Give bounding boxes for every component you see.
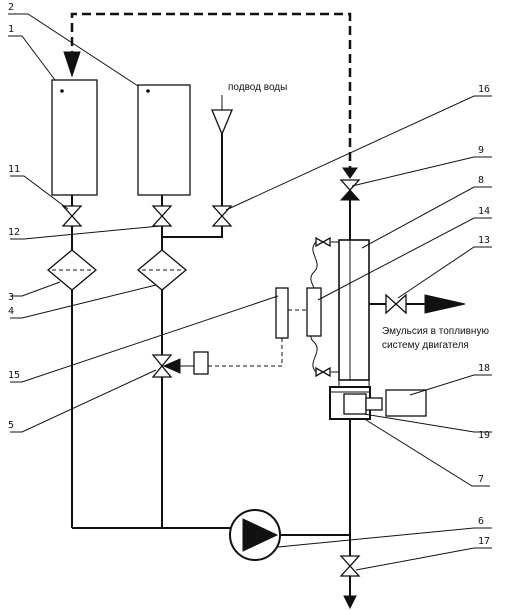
- label-7: 7: [478, 474, 484, 485]
- leader-lines: [8, 13, 492, 571]
- label-6: 6: [478, 516, 484, 527]
- motor-18: [385, 389, 427, 417]
- emulsion-caption-line2: систему двигателя: [382, 340, 469, 351]
- label-15: 15: [8, 370, 20, 381]
- emulsion-outlet-arrow: [424, 294, 466, 314]
- label-12: 12: [8, 227, 20, 238]
- emulsion-caption-line1: Эмульсия в топливную: [382, 326, 489, 337]
- label-17: 17: [478, 536, 490, 547]
- valve-5: [151, 351, 209, 378]
- label-11: 11: [8, 164, 20, 175]
- valve-17: [339, 555, 361, 577]
- label-18: 18: [478, 363, 490, 374]
- tank-2: [137, 84, 191, 196]
- label-1: 1: [8, 24, 14, 35]
- recirculation-loop: [310, 236, 339, 378]
- valve-11: [61, 205, 83, 227]
- label-16: 16: [478, 84, 490, 95]
- filter-4: [136, 249, 188, 291]
- water-inlet-funnel: [211, 95, 233, 206]
- label-2: 2: [8, 2, 14, 13]
- return-line-dashed: [63, 12, 358, 179]
- label-9: 9: [478, 145, 484, 156]
- label-19: 19: [478, 430, 490, 441]
- label-4: 4: [8, 306, 14, 317]
- label-13: 13: [478, 235, 490, 246]
- label-14: 14: [478, 206, 490, 217]
- label-5: 5: [8, 420, 14, 431]
- valve-12: [151, 205, 173, 227]
- pump-6: [229, 509, 281, 561]
- water-inlet-caption: подвод воды: [228, 82, 287, 93]
- control-line: [208, 338, 283, 367]
- drain-arrow: [343, 595, 357, 610]
- connector-19: [365, 397, 383, 411]
- sensor-15-indicator: [275, 287, 289, 339]
- tank-8: [338, 239, 370, 381]
- valve-13: [385, 293, 407, 315]
- label-8: 8: [478, 175, 484, 186]
- sensor-14: [306, 287, 322, 337]
- label-3: 3: [8, 292, 14, 303]
- valve-9: [339, 179, 361, 201]
- tank-1: [51, 79, 98, 196]
